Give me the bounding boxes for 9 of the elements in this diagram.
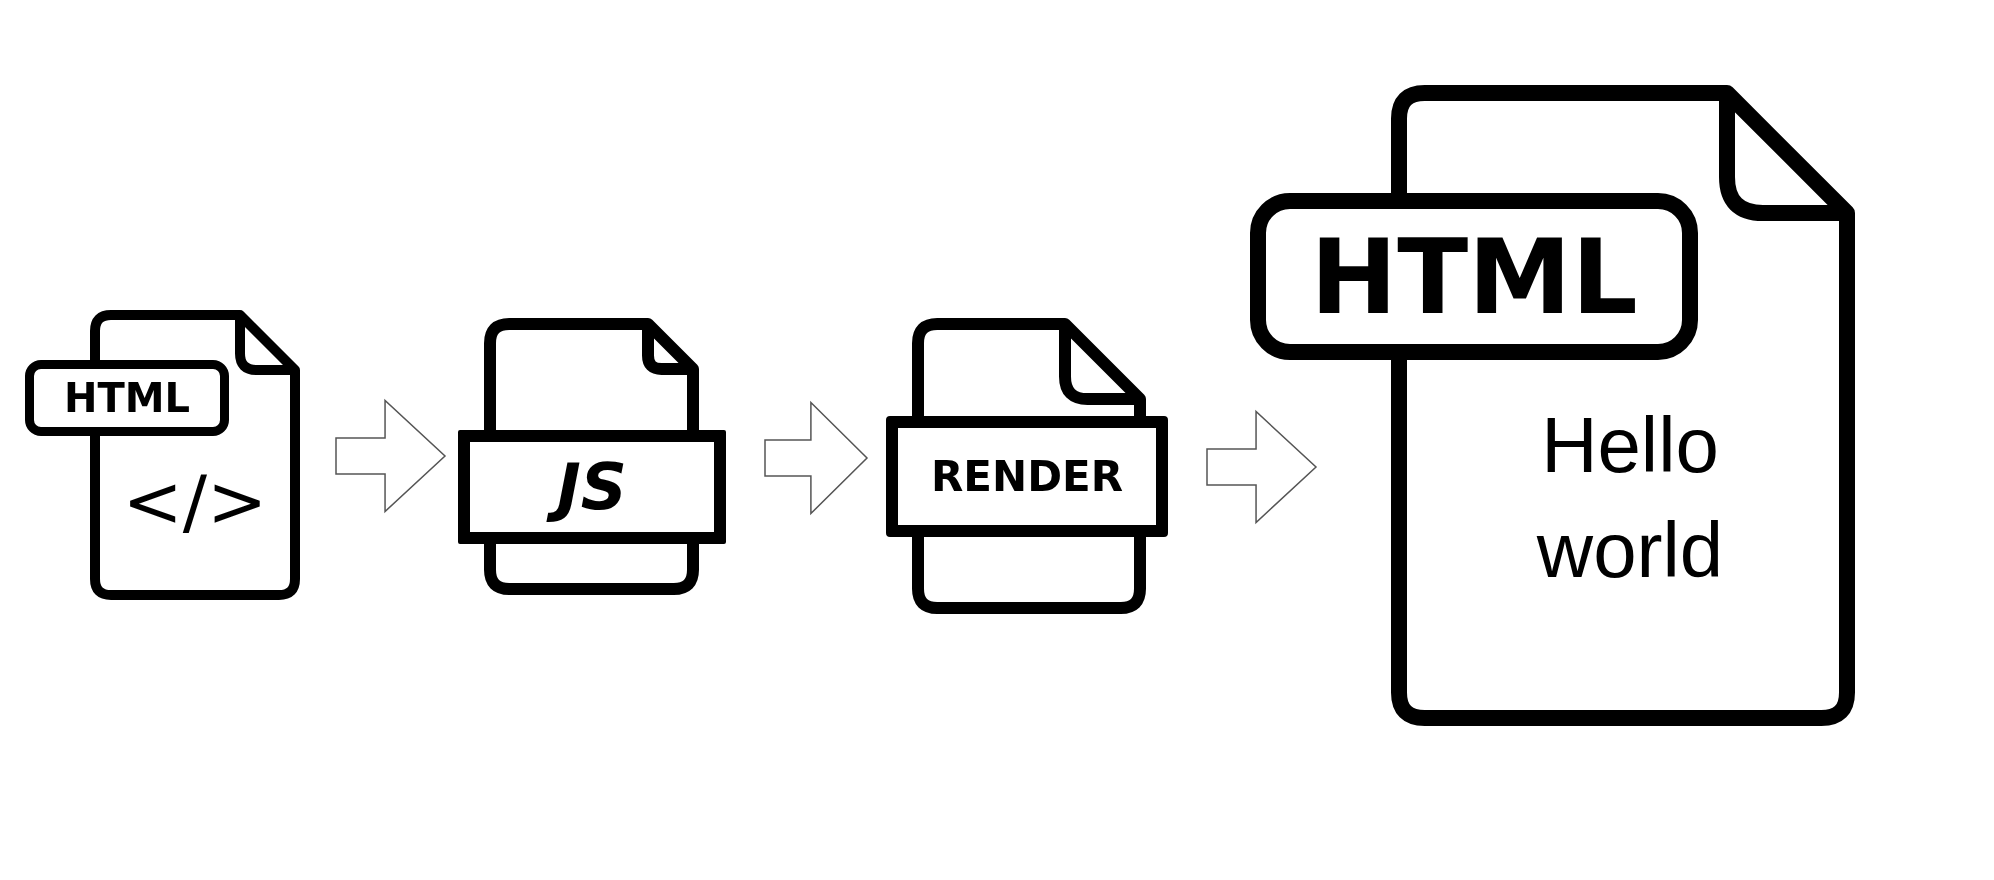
block-arrow	[335, 398, 447, 514]
file-type-label: HTML	[1250, 193, 1698, 360]
file-type-label: JS	[458, 430, 726, 544]
block-arrow	[1206, 409, 1318, 525]
file-content-text: Hello world	[1535, 400, 1725, 597]
file-content-text: </>	[121, 465, 269, 537]
file-type-label: HTML	[25, 360, 229, 436]
block-arrow	[764, 400, 869, 516]
file-type-label: RENDER	[886, 416, 1168, 537]
